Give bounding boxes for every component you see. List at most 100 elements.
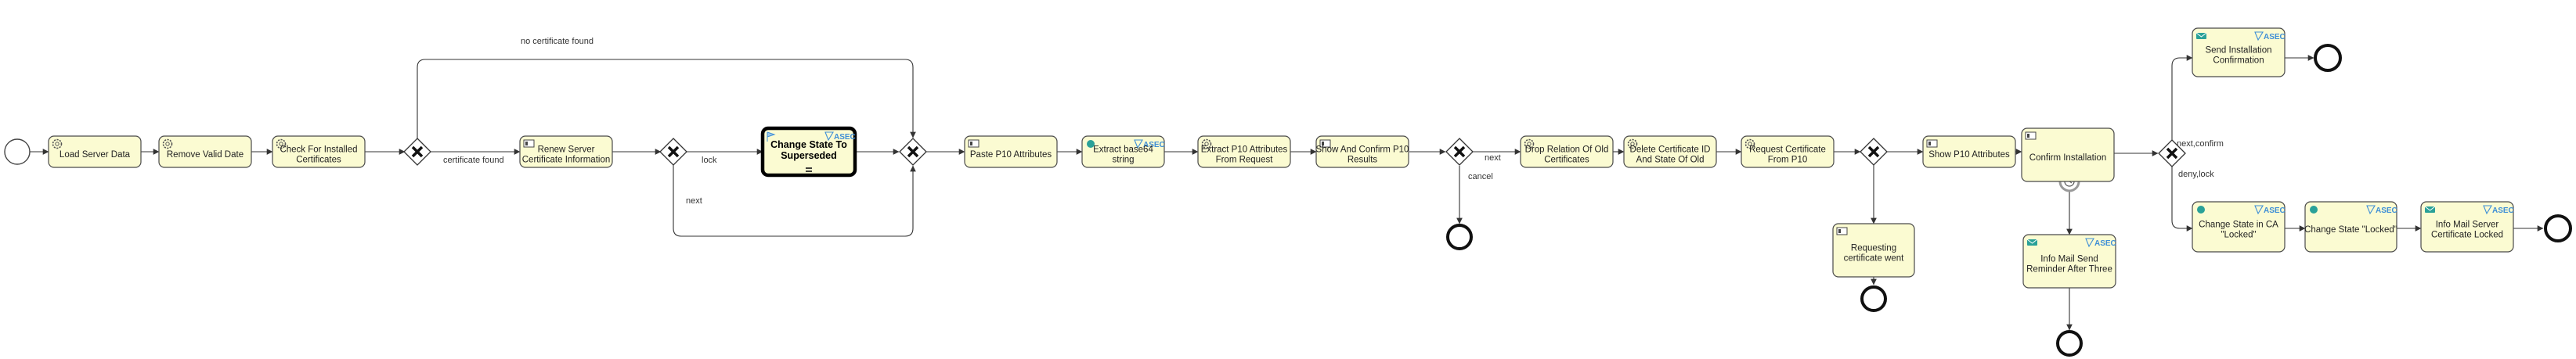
label-deny-lock: deny,lock: [2178, 170, 2214, 179]
task-label-line: "Locked": [2221, 231, 2256, 240]
vendor-logo-icon: ASEC: [2085, 238, 2116, 248]
end-event-info-mail[interactable]: [2056, 330, 2083, 357]
vendor-logo-text: ASEC: [834, 133, 856, 142]
gateways: [403, 138, 2186, 167]
gateway-lock-next[interactable]: [659, 138, 687, 166]
vendor-logo-icon: ASEC: [2254, 205, 2286, 215]
task-label-line: Info Mail Send: [2040, 255, 2098, 264]
service-task-icon: [276, 138, 287, 149]
task-label-line: Remove Valid Date: [167, 150, 244, 160]
task-label-line: Results: [1348, 156, 1378, 165]
vendor-logo-text: ASEC: [2094, 239, 2116, 248]
task-label-line: Confirm Installation: [2029, 153, 2106, 163]
edge-labels: no certificate found certificate found l…: [443, 37, 2224, 206]
x-marker-icon: [1867, 145, 1880, 158]
user-task-icon: [1926, 139, 1938, 148]
task-t1[interactable]: Load Server Data: [48, 135, 142, 168]
user-task-icon: [2025, 131, 2037, 140]
events: [4, 44, 2572, 357]
mail-task-icon: [2424, 206, 2436, 213]
service-task-icon: [1201, 138, 1212, 149]
end-event-requesting[interactable]: [1860, 285, 1887, 312]
vendor-logo-icon: ASEC: [1134, 139, 1165, 149]
script-marker-icon: [806, 167, 812, 172]
vendor-logo-icon: ASEC: [2366, 205, 2397, 215]
task-t15[interactable]: Confirm Installation: [2021, 127, 2115, 182]
start-event[interactable]: [4, 138, 31, 165]
task-label-line: Certificate Locked: [2431, 231, 2503, 240]
x-marker-icon: [2166, 147, 2178, 160]
edge-next-lower[interactable]: [673, 164, 916, 237]
service-task-icon: [52, 138, 63, 149]
x-marker-icon: [411, 145, 424, 158]
edge-no-certificate-found[interactable]: [417, 59, 916, 139]
task-label-line: Certificates: [296, 156, 341, 165]
x-marker-icon: [667, 145, 680, 158]
task-label-line: Delete Certificate ID: [1630, 145, 1711, 155]
task-label-line: Load Server Data: [60, 150, 131, 160]
vendor-logo-text: ASEC: [2376, 206, 2397, 215]
mail-task-icon: [2195, 32, 2207, 39]
task-label-line: Certificate Information: [522, 156, 611, 165]
edge-deny-lock[interactable]: [2171, 166, 2193, 232]
vendor-logo-icon: ASEC: [2254, 31, 2286, 41]
user-task-icon: [1836, 227, 1848, 235]
gateway-certificate-check[interactable]: [403, 138, 431, 166]
label-next-lower: next: [686, 196, 702, 206]
end-event-confirmation[interactable]: [2314, 44, 2342, 72]
task-label-line: From P10: [1768, 156, 1808, 165]
task-label-line: Request Certificate: [1749, 145, 1826, 155]
script-task-icon: [2310, 206, 2318, 214]
task-label-line: Drop Relation Of Old: [1525, 145, 1609, 155]
task-t6[interactable]: Paste P10 Attributes: [964, 135, 1058, 168]
flag-icon: [767, 131, 776, 142]
task-t14[interactable]: Show P10 Attributes: [1922, 135, 2016, 168]
edges: [30, 55, 2544, 331]
task-label-line: Send Installation: [2205, 46, 2271, 56]
label-certificate-found: certificate found: [443, 156, 504, 165]
user-task-icon: [1319, 139, 1331, 148]
task-t2[interactable]: Remove Valid Date: [158, 135, 252, 168]
label-next-p10: next: [1485, 153, 1501, 163]
gateway-merge[interactable]: [899, 138, 927, 166]
script-task-icon: [2197, 206, 2205, 214]
task-label-line: Change State To: [770, 139, 847, 150]
gateway-confirm-deny[interactable]: [2158, 139, 2186, 167]
end-event-locked[interactable]: [2544, 214, 2572, 242]
task-label-line: Superseded: [781, 150, 837, 161]
edge-next-confirm[interactable]: [2171, 55, 2193, 141]
task-label-line: Reminder After Three: [2026, 265, 2112, 275]
vendor-logo-text: ASEC: [2492, 206, 2514, 215]
task-label-line: Requesting: [1851, 244, 1896, 253]
service-task-icon: [1627, 138, 1638, 149]
task-label-line: Show P10 Attributes: [1928, 150, 2010, 160]
task-t18[interactable]: ASEC Change State in CA"Locked": [2192, 201, 2286, 253]
label-no-certificate-found: no certificate found: [521, 37, 593, 46]
user-task-icon: [523, 139, 535, 148]
task-label-line: Change State in CA: [2199, 221, 2278, 230]
gateway-request-result[interactable]: [1860, 138, 1888, 166]
vendor-logo-icon: ASEC: [824, 131, 856, 142]
label-lock: lock: [702, 156, 717, 165]
task-label-line: Extract base64: [1093, 145, 1153, 155]
end-event-cancel[interactable]: [1446, 224, 1473, 250]
task-label-line: Info Mail Server: [2436, 221, 2499, 230]
vendor-logo-text: ASEC: [2264, 33, 2286, 41]
gateway-next-cancel[interactable]: [1445, 138, 1474, 166]
task-label-line: Confirmation: [2213, 56, 2264, 66]
